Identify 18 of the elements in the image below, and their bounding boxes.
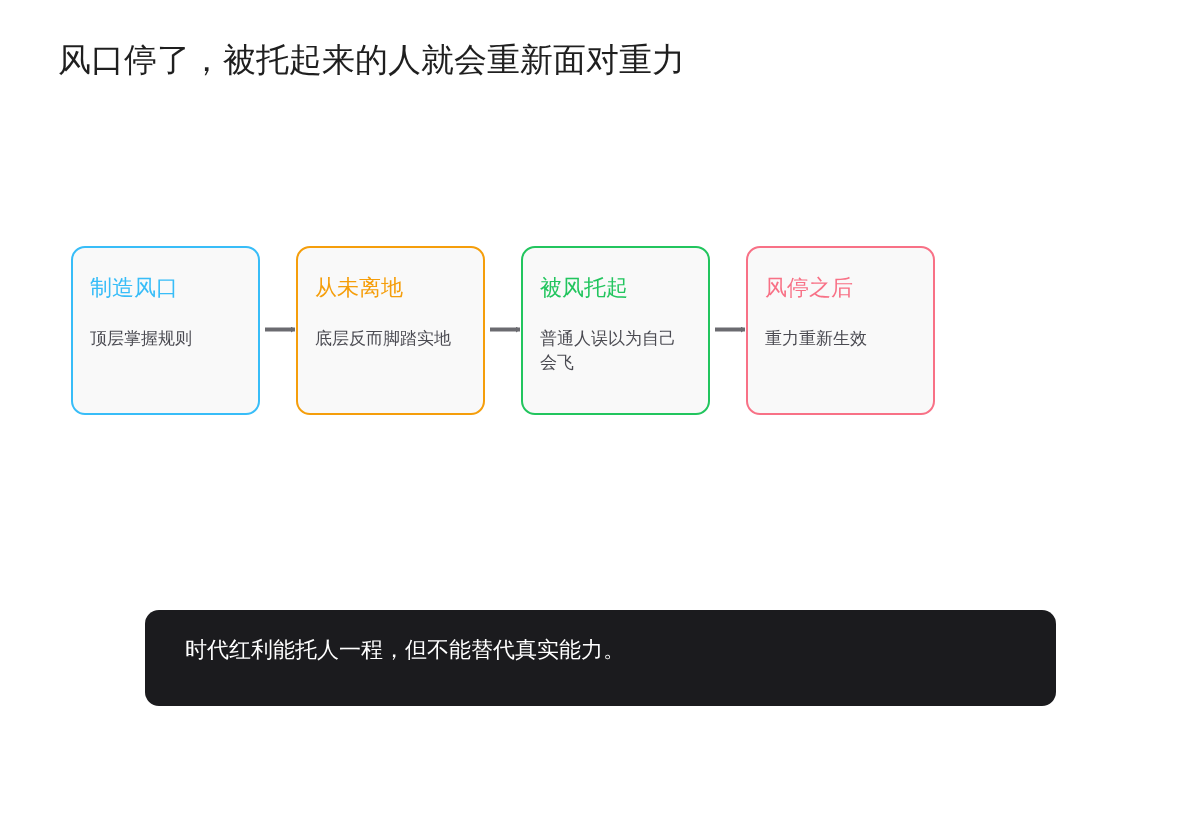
stage-card [71,246,260,415]
stage-title: 被风托起 [540,274,629,302]
stage-card [746,246,935,415]
stage-description: 底层反而脚踏实地 [315,327,452,350]
stage-card [521,246,710,415]
arrow [265,326,295,333]
summary-banner [145,610,1056,706]
stage-description: 顶层掌握规则 [90,327,193,350]
stage-description: 重力重新生效 [765,327,868,350]
diagram-title: 风口停了，被托起来的人就会重新面对重力 [58,39,685,81]
stage-title: 从未离地 [315,274,404,302]
stage-description: 普通人误以为自己会飞 [540,327,677,374]
arrow [490,326,520,333]
summary-text: 时代红利能托人一程，但不能替代真实能力。 [185,636,626,664]
stage-card [296,246,485,415]
stage-title: 风停之后 [765,274,854,302]
stage-title: 制造风口 [90,274,179,302]
arrow [715,326,745,333]
